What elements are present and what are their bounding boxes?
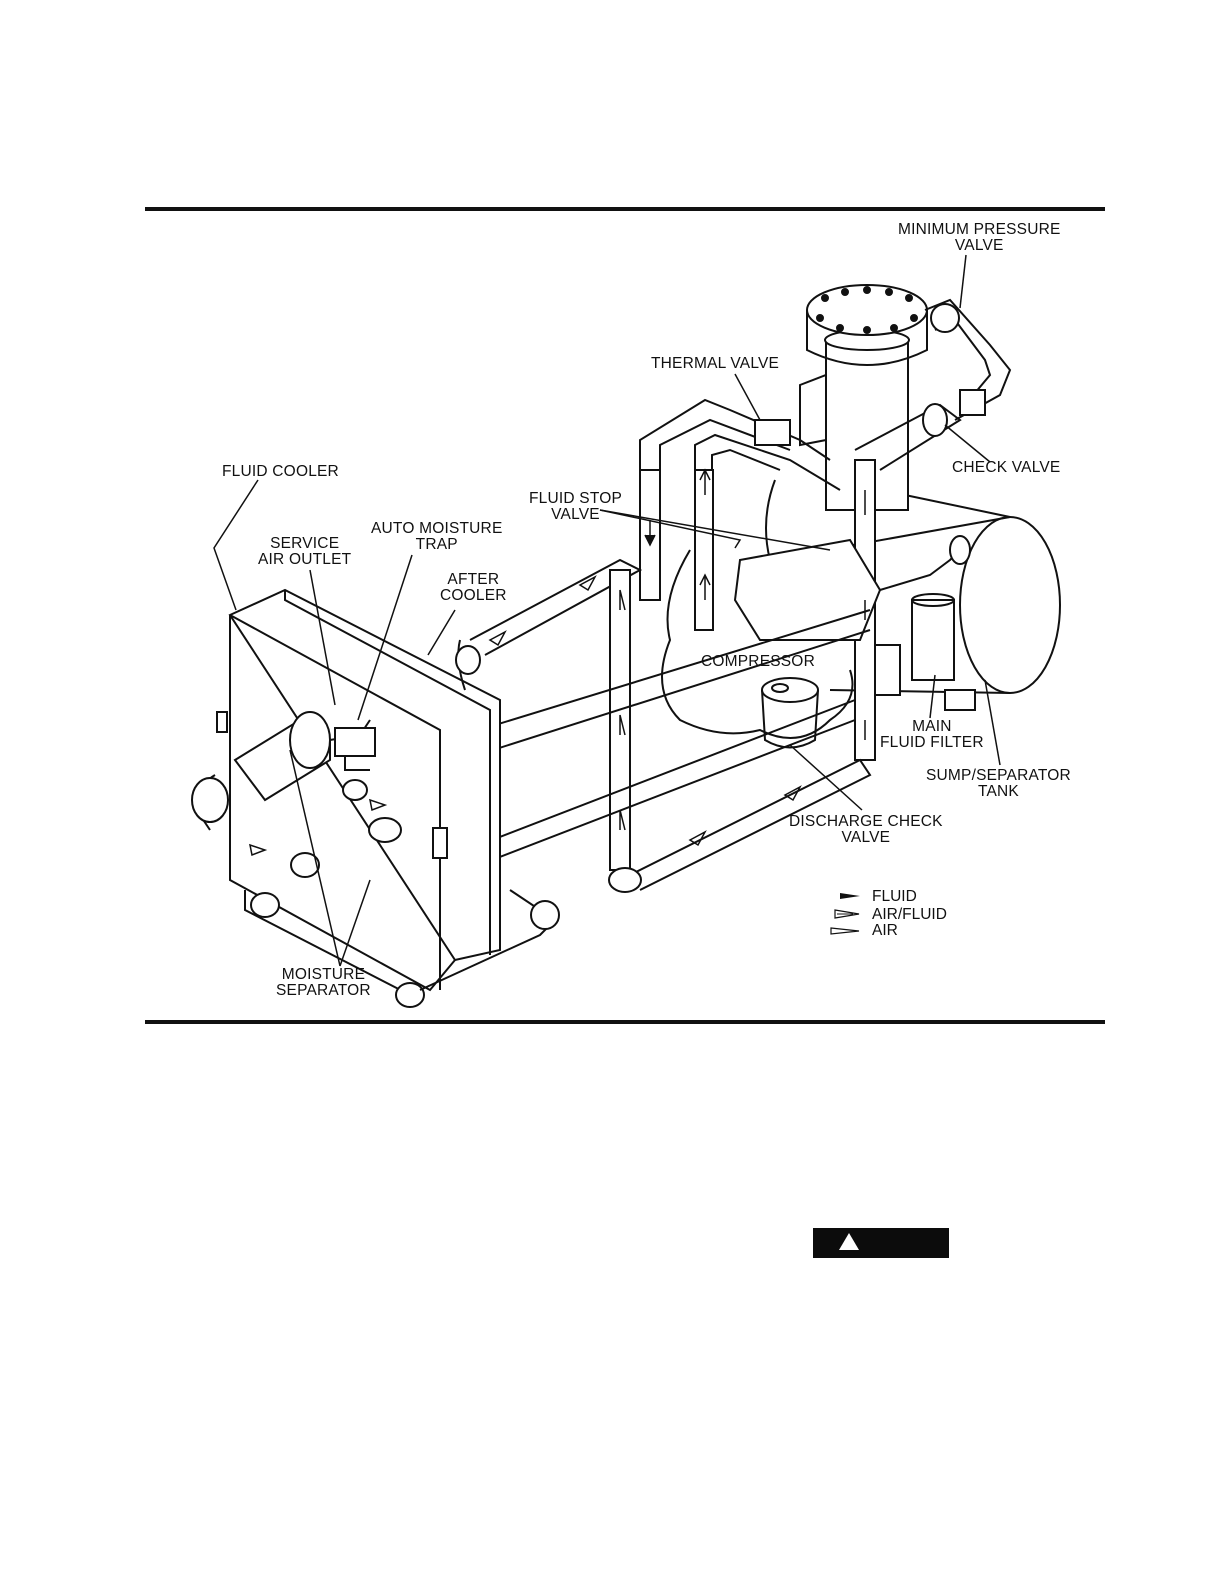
label-fluid-stop-valve: FLUID STOP VALVE [529, 491, 622, 523]
label-after-cooler: AFTER COOLER [440, 572, 507, 604]
label-thermal-valve: THERMAL VALVE [651, 356, 779, 372]
warning-triangle-icon [839, 1233, 859, 1250]
legend-air: AIR [872, 923, 898, 939]
label-fluid-cooler: FLUID COOLER [222, 464, 339, 480]
label-minimum-pressure-valve: MINIMUM PRESSURE VALVE [898, 222, 1061, 254]
air-fluid-arrow-icon [833, 908, 861, 920]
warning-badge [813, 1228, 949, 1258]
label-compressor: COMPRESSOR [701, 654, 815, 670]
label-sump-separator-tank: SUMP/SEPARATOR TANK [926, 768, 1071, 800]
minimum-pressure-valve-piping [925, 300, 1010, 420]
legend-air-fluid: AIR/FLUID [872, 907, 947, 923]
label-discharge-check-valve: DISCHARGE CHECK VALVE [789, 814, 943, 846]
legend-fluid: FLUID [872, 889, 917, 905]
label-moisture-separator: MOISTURE SEPARATOR [276, 967, 371, 999]
label-check-valve: CHECK VALVE [952, 460, 1060, 476]
fluid-arrow-icon [838, 890, 862, 902]
label-service-air-outlet: SERVICE AIR OUTLET [258, 536, 351, 568]
air-arrow-icon [829, 925, 861, 937]
label-auto-moisture-trap: AUTO MOISTURE TRAP [371, 521, 503, 553]
label-main-fluid-filter: MAIN FLUID FILTER [880, 719, 984, 751]
